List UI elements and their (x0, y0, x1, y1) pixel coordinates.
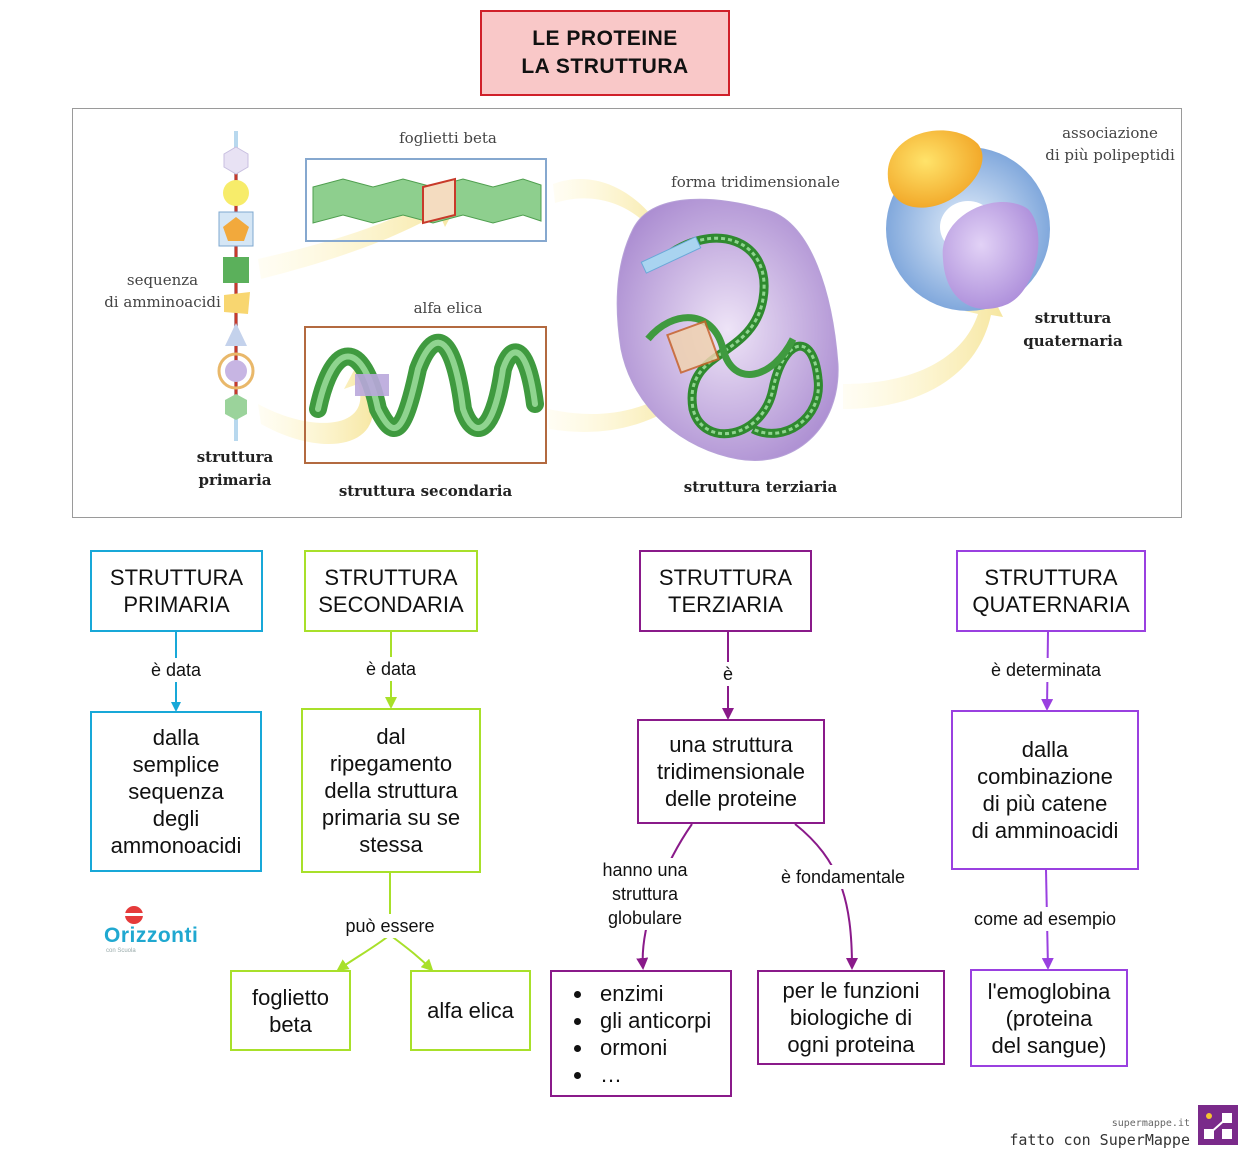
title-box: LE PROTEINE LA STRUTTURA (480, 10, 730, 96)
concept-secondaria-line2: SECONDARIA (318, 592, 464, 617)
node-emoglobina-line: (proteina (1005, 1005, 1093, 1031)
node-quaternaria-line: di più catene (982, 791, 1108, 816)
link-hanno-line2: struttura (611, 884, 679, 904)
node-primaria-line: sequenza (128, 779, 224, 804)
node-alfa-label: alfa elica (427, 998, 514, 1023)
node-emoglobina-line: l'emoglobina (987, 978, 1111, 1004)
node-funzioni-line: per le funzioni (782, 978, 920, 1003)
label-sequenza-line1: sequenza (126, 271, 199, 289)
esempi-list: enzimi gli anticorpi ormoni … (552, 972, 730, 1088)
node-primaria-line: semplice (132, 752, 220, 777)
label-struttura-quaternaria: struttura quaternaria (1013, 307, 1133, 353)
node-primaria-descrizione: dalla semplice sequenza degli ammonoacid… (90, 711, 262, 872)
amino-acid-chain (217, 131, 255, 441)
node-foglietto-line: foglietto (251, 984, 330, 1010)
node-secondaria-line: dal (376, 724, 406, 749)
label-primaria-line1: struttura (196, 448, 274, 466)
node-funzioni-line: biologiche di (789, 1005, 913, 1030)
label-quaternaria-line1: struttura (1034, 309, 1112, 327)
concept-terziaria-line2: TERZIARIA (668, 592, 783, 617)
concept-quaternaria-line2: QUATERNARIA (972, 592, 1130, 617)
list-item: ormoni (594, 1034, 730, 1061)
node-primaria-line: degli (152, 806, 200, 831)
orizzonti-logo-text: Orizzonti (104, 924, 199, 947)
node-terziaria-line: una struttura (669, 732, 793, 757)
node-secondaria-line: stessa (359, 832, 423, 857)
node-quaternaria-line: dalla (1021, 737, 1069, 762)
concept-primaria-line2: PRIMARIA (123, 592, 230, 617)
quaternary-structure (886, 130, 1050, 311)
label-associazione: associazione di più polipeptidi (1035, 122, 1185, 166)
node-secondaria-line: della struttura (324, 778, 458, 803)
node-secondaria-descrizione: dal ripegamento della struttura primaria… (301, 708, 481, 873)
link-e-fondamentale: è fondamentale (765, 865, 921, 889)
node-foglietto-line: beta (269, 1011, 312, 1037)
link-hanno-line3: globulare (607, 908, 683, 928)
node-terziaria-line: tridimensionale (657, 759, 805, 784)
link-puo-essere: può essere (330, 914, 450, 938)
footer-site: supermappe.it (1111, 1118, 1190, 1129)
concept-primaria-line1: STRUTTURA (109, 565, 244, 590)
node-quaternaria-descrizione: dalla combinazione di più catene di ammi… (951, 710, 1139, 870)
beta-sheet (305, 158, 547, 242)
list-item: … (594, 1061, 730, 1088)
concept-struttura-quaternaria: STRUTTURA QUATERNARIA (956, 550, 1146, 632)
list-item: gli anticorpi (594, 1007, 730, 1034)
node-emoglobina-line: del sangue) (991, 1032, 1107, 1058)
label-associazione-line2: di più polipeptidi (1045, 146, 1175, 164)
node-foglietto-beta: foglietto beta (230, 970, 351, 1051)
orizzonti-logo-sub: con Scuola (106, 948, 136, 954)
label-sequenza-line2: di amminoacidi (104, 293, 221, 311)
link-primaria-e-data: è data (126, 658, 226, 682)
node-secondaria-line: primaria su se (321, 805, 461, 830)
node-esempi-globulari: enzimi gli anticorpi ormoni … (550, 970, 732, 1097)
footer-made-with: fatto con SuperMappe (1009, 1131, 1190, 1149)
label-alfa-elica: alfa elica (413, 299, 483, 317)
link-hanno-struttura-globulare: hanno una struttura globulare (585, 858, 705, 930)
node-primaria-line: ammonoacidi (110, 833, 242, 858)
alpha-helix (304, 326, 547, 464)
label-primaria-line2: primaria (198, 471, 272, 489)
node-secondaria-line: ripegamento (329, 751, 453, 776)
concept-struttura-primaria: STRUTTURA PRIMARIA (90, 550, 263, 632)
node-emoglobina: l'emoglobina (proteina del sangue) (970, 969, 1128, 1067)
label-forma-tridimensionale: forma tridimensionale (671, 173, 840, 191)
list-item: enzimi (594, 980, 730, 1007)
node-terziaria-descrizione: una struttura tridimensionale delle prot… (637, 719, 825, 824)
protein-illustration (217, 130, 1050, 464)
node-alfa-elica: alfa elica (410, 970, 531, 1051)
label-struttura-secondaria: struttura secondaria (338, 482, 513, 500)
label-struttura-terziaria: struttura terziaria (683, 478, 838, 496)
label-associazione-line1: associazione (1062, 124, 1158, 142)
label-quaternaria-line2: quaternaria (1023, 332, 1123, 350)
label-sequenza: sequenza di amminoacidi (95, 269, 230, 313)
node-funzioni-line: ogni proteina (787, 1032, 915, 1057)
title-line1: LE PROTEINE (532, 27, 678, 50)
link-come-ad-esempio: come ad esempio (955, 907, 1135, 931)
tertiary-blob (616, 198, 839, 461)
label-foglietti-beta: foglietti beta (399, 129, 497, 147)
node-terziaria-line: delle proteine (664, 786, 798, 811)
concept-terziaria-line1: STRUTTURA (658, 565, 793, 590)
node-primaria-line: dalla (152, 725, 200, 750)
label-struttura-primaria: struttura primaria (185, 446, 285, 492)
concept-struttura-secondaria: STRUTTURA SECONDARIA (304, 550, 478, 632)
protein-structure-figure: foglietti beta alfa elica forma tridimen… (72, 108, 1182, 518)
concept-struttura-terziaria: STRUTTURA TERZIARIA (639, 550, 812, 632)
link-quaternaria-e-determinata: è determinata (968, 658, 1124, 682)
link-terziaria-e: è (713, 662, 743, 686)
orizzonti-logo-icon (125, 906, 143, 924)
supermappe-logo-icon (1198, 1105, 1238, 1145)
link-secondaria-e-data: è data (341, 657, 441, 681)
node-funzioni-biologiche: per le funzioni biologiche di ogni prote… (757, 970, 945, 1065)
node-quaternaria-line: combinazione (977, 764, 1113, 789)
title-line2: LA STRUTTURA (521, 55, 689, 78)
link-hanno-line1: hanno una (602, 860, 688, 880)
node-quaternaria-line: di amminoacidi (971, 818, 1119, 843)
concept-quaternaria-line1: STRUTTURA (984, 565, 1118, 590)
orizzonti-logo: Orizzonti con Scuola (104, 905, 204, 955)
concept-secondaria-line1: STRUTTURA (324, 565, 458, 590)
